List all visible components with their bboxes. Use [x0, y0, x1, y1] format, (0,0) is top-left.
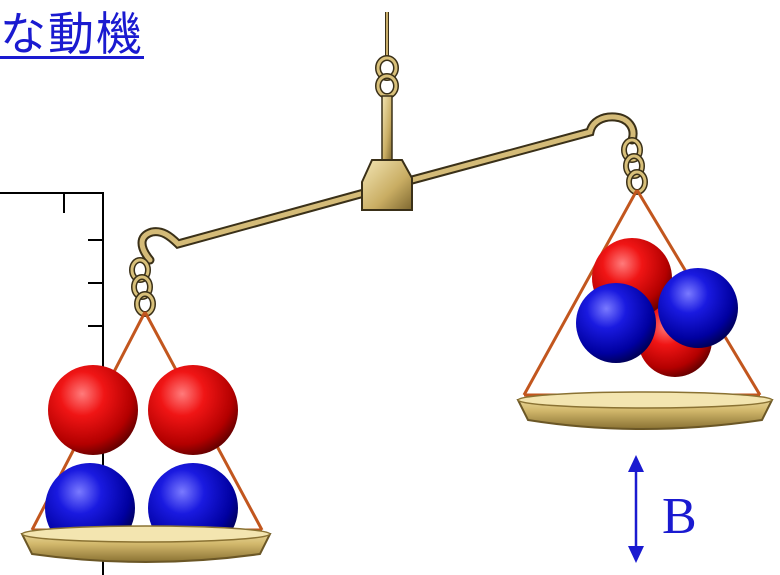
beam-pivot [361, 159, 413, 211]
neutron [576, 283, 656, 363]
balance-beam [137, 112, 638, 265]
right-nucleus [576, 238, 738, 377]
top-hanger [375, 12, 399, 161]
arrow-up-down-icon [628, 455, 644, 563]
neutron [658, 268, 738, 348]
label-b: B [662, 488, 697, 545]
proton [48, 365, 138, 455]
right-pan [516, 391, 774, 430]
right-chain [621, 137, 648, 195]
left-nucleons [45, 365, 238, 553]
left-chain [129, 257, 156, 317]
title-fragment: な動機 [0, 7, 144, 61]
left-pan [20, 525, 272, 563]
proton [148, 365, 238, 455]
